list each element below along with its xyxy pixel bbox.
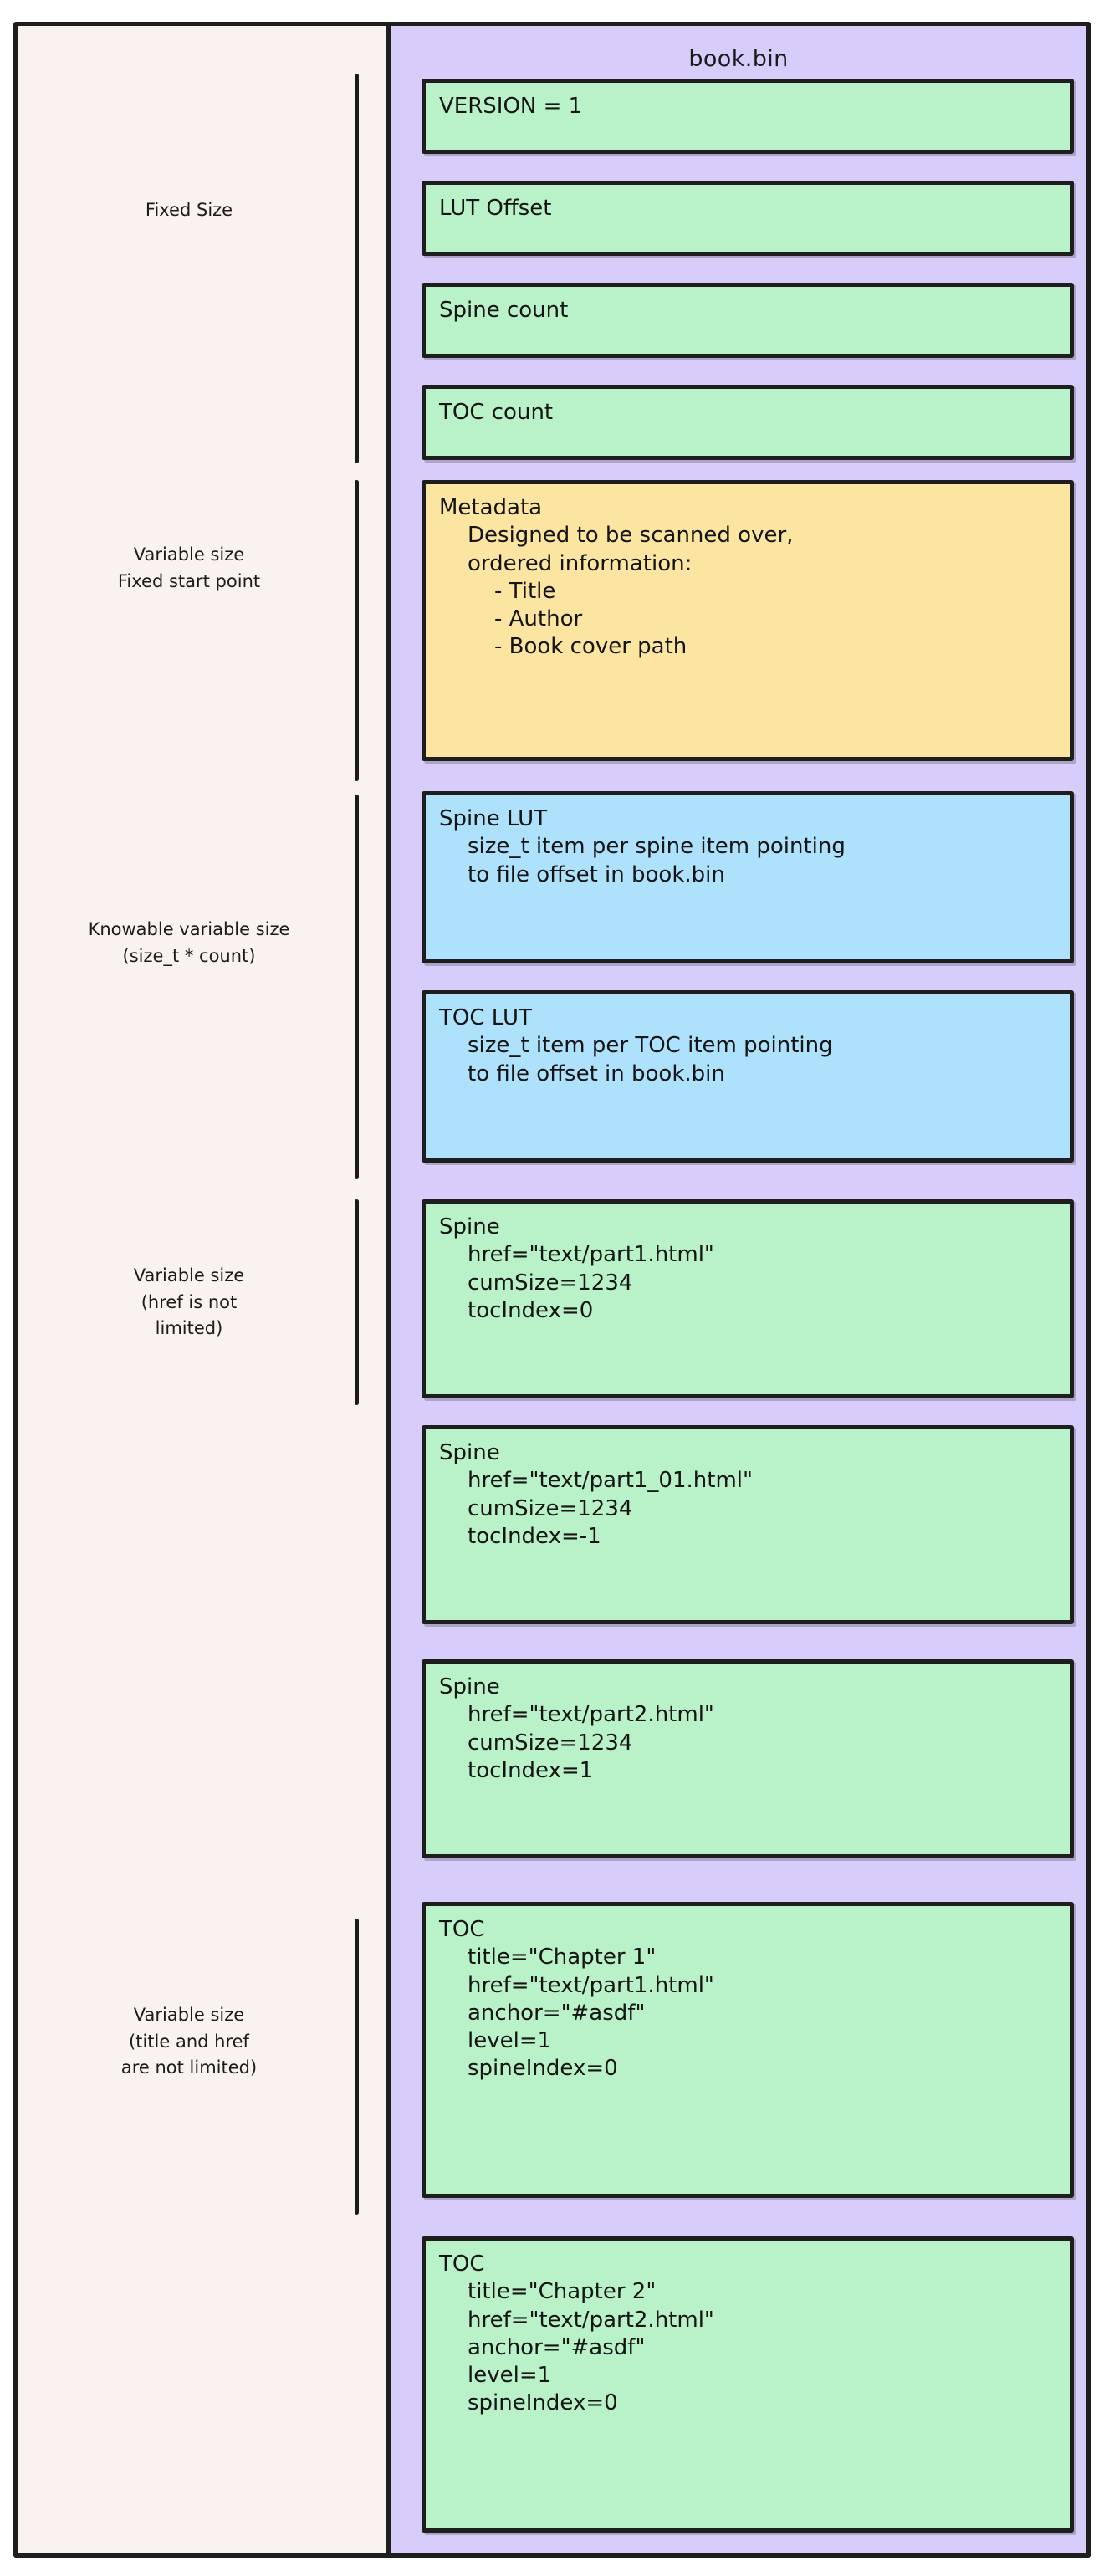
block-line: Spine <box>439 1674 500 1699</box>
legend-line: Fixed start point <box>117 570 261 591</box>
block-line: size_t item per spine item pointing <box>468 834 846 860</box>
block-version[interactable]: VERSION = 1 <box>422 79 1074 154</box>
block-line: Spine <box>439 1214 500 1239</box>
block-line: Spine count <box>439 298 569 323</box>
block-toc-lut[interactable]: TOC LUT size_t item per TOC item pointing… <box>422 990 1074 1163</box>
block-line: href="text/part2.html" <box>468 2307 714 2333</box>
block-line: - Author <box>494 606 583 632</box>
legend-variable-title-href: Variable size (title and href are not limi… <box>22 2002 356 2082</box>
block-spine-lut[interactable]: Spine LUT size_t item per spine item poin… <box>422 791 1074 963</box>
block-line: LUT Offset <box>439 196 552 221</box>
bracket-fixed-size <box>355 74 359 463</box>
block-line: spineIndex=0 <box>468 2056 618 2082</box>
legend-fixed-size: Fixed Size <box>22 197 356 224</box>
block-line: ordered information: <box>468 550 693 576</box>
legend-line: Variable size <box>133 544 245 565</box>
block-line: anchor="#asdf" <box>468 2334 646 2360</box>
block-toc-1[interactable]: TOC title="Chapter 1"href="text/part1.htm… <box>422 1902 1074 2198</box>
block-line: to file offset in book.bin <box>468 861 725 887</box>
block-line: Spine LUT <box>439 806 548 831</box>
book-bin-title: book.bin <box>688 46 789 72</box>
block-line: level=1 <box>468 2028 552 2054</box>
block-line: href="text/part2.html" <box>468 1702 714 1728</box>
bracket-knowable-variable <box>355 795 359 1179</box>
block-line: size_t item per TOC item pointing <box>468 1033 833 1059</box>
block-line: VERSION = 1 <box>439 94 583 119</box>
block-line: TOC LUT <box>439 1005 532 1030</box>
block-line: anchor="#asdf" <box>468 2000 646 2026</box>
legend-line: are not limited) <box>120 2057 258 2078</box>
block-toc-count[interactable]: TOC count <box>422 385 1074 460</box>
block-line: TOC count <box>439 400 554 425</box>
block-line: - Title <box>494 578 556 604</box>
block-line: tocIndex=1 <box>468 1757 594 1783</box>
block-line: TOC <box>439 2251 485 2277</box>
legend-variable-href: Variable size (href is not limited) <box>22 1263 356 1342</box>
block-line: spineIndex=0 <box>468 2390 618 2416</box>
block-line: tocIndex=-1 <box>468 1523 601 1549</box>
legend-line: limited) <box>155 1318 223 1338</box>
block-lut-offset[interactable]: LUT Offset <box>422 181 1074 256</box>
block-line: level=1 <box>468 2363 552 2389</box>
block-line: - Book cover path <box>494 634 687 660</box>
block-line: href="text/part1.html" <box>468 1972 714 1998</box>
block-spine-count[interactable]: Spine count <box>422 283 1074 358</box>
legend-line: (title and href <box>129 2031 249 2052</box>
block-line: tocIndex=0 <box>468 1297 594 1323</box>
block-spine-2[interactable]: Spine href="text/part1_01.html"cumSize=12… <box>422 1425 1074 1624</box>
bracket-variable-fixed-start <box>355 480 359 781</box>
block-line: cumSize=1234 <box>468 1495 633 1521</box>
block-line: to file offset in book.bin <box>468 1061 725 1086</box>
legend-line: Variable size <box>133 2005 245 2025</box>
legend-line: (size_t * count) <box>122 945 256 966</box>
block-line: title="Chapter 1" <box>468 1945 657 1970</box>
block-line: href="text/part1_01.html" <box>468 1468 753 1494</box>
legend-line: Knowable variable size <box>88 919 290 939</box>
block-line: cumSize=1234 <box>468 1270 633 1296</box>
block-line: TOC <box>439 1917 485 1942</box>
bracket-variable-href <box>355 1199 359 1405</box>
block-line: cumSize=1234 <box>468 1730 633 1756</box>
legend-line: Variable size <box>133 1265 245 1285</box>
block-line: Designed to be scanned over, <box>468 523 794 549</box>
block-line: Spine <box>439 1440 500 1465</box>
legend-knowable-variable: Knowable variable size (size_t * count) <box>22 917 356 969</box>
bracket-variable-title-href <box>355 1919 359 2215</box>
block-line: Metadata <box>439 495 543 520</box>
block-line: href="text/part1.html" <box>468 1242 714 1268</box>
legend-line: Fixed Size <box>145 200 233 220</box>
block-line: title="Chapter 2" <box>468 2279 657 2305</box>
legend-line: (href is not <box>141 1291 238 1312</box>
